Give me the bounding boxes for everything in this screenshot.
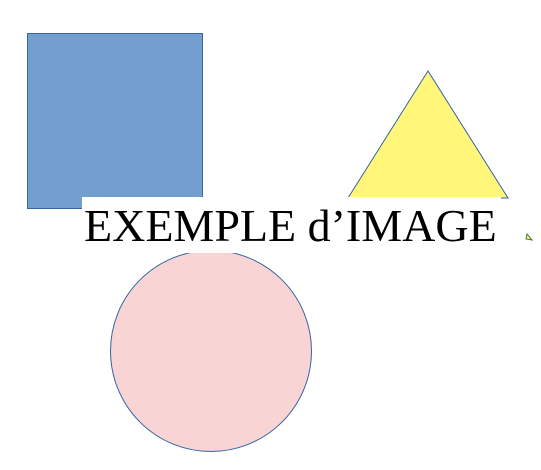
pink-circle-shape <box>110 250 312 452</box>
blue-square-shape <box>27 33 203 209</box>
image-caption: EXEMPLE d’IMAGE <box>82 197 501 253</box>
